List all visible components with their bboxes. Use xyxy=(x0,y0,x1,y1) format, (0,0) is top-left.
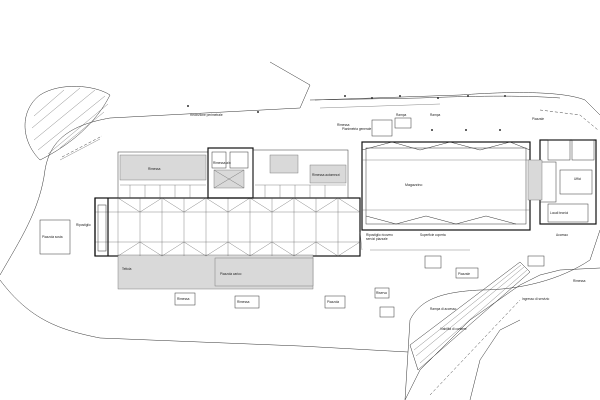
covered-area-label: Rimessa xyxy=(148,167,161,171)
east-boxes: Piazzale Accesso Ingresso di servizio Ri… xyxy=(424,233,586,301)
east-note3-label: Ingresso di servizio xyxy=(522,297,550,301)
warehouse-sub: Ripostiglio ricovero xyxy=(366,233,393,237)
warehouse-sub3: Superficie coperta xyxy=(420,233,446,237)
covered-area-b-label: Tettoia xyxy=(122,267,132,271)
bottom-b-label: Rimessa xyxy=(237,300,250,304)
lower-labels: Rimessa Rimessa Piazzola Riserva Tettoia… xyxy=(122,267,395,318)
warehouse-sub2: servizi piazzale xyxy=(366,237,388,241)
road-note: Viabilità di cantiere xyxy=(440,327,467,331)
office-a-label: Piazzale xyxy=(532,117,544,121)
annex-boxes: Rimessa Rampa Rampa Piazzale xyxy=(337,113,544,137)
landscaped-area-hatch xyxy=(31,87,109,155)
left-room-label: Piazzola sosta xyxy=(42,235,63,239)
survey-markers xyxy=(187,95,506,131)
warehouse: Magazzino Ripostiglio ricovero servizi p… xyxy=(359,141,531,251)
gray-room-1-label: Rimessa automezzi xyxy=(312,173,340,177)
diagonal-road xyxy=(61,135,103,158)
access-road xyxy=(309,95,561,101)
office-b-label: Uffici xyxy=(574,177,581,181)
east-note2-label: Accesso xyxy=(556,233,568,237)
upper-right-block: Rimessa automezzi xyxy=(252,149,349,199)
east-note-label: Piazzale xyxy=(458,272,470,276)
far-right-label: Rimessa xyxy=(573,279,586,283)
box-c-label: Rampa xyxy=(430,113,441,117)
site-boundary xyxy=(0,61,600,400)
office-block: Uffici Locali tecnici xyxy=(527,139,597,225)
office-c-label: Locali tecnici xyxy=(550,211,569,215)
center-top-label: Rimessa a/n xyxy=(213,161,231,165)
bottom-d-label: Riserva xyxy=(376,291,387,295)
left-room xyxy=(39,219,71,255)
landscaped-area-outline xyxy=(24,86,111,161)
access-ramp: Rampa di accesso Viabilità di cantiere xyxy=(404,261,600,400)
box-b-label: Rampa xyxy=(396,113,407,117)
central-core: Rimessa a/n xyxy=(207,147,254,199)
ramp-note: Rampa di accesso xyxy=(430,307,456,311)
bottom-a-label: Rimessa xyxy=(177,297,190,301)
perimeter-fence xyxy=(539,109,599,131)
left-rooms-label: Ripostiglio xyxy=(76,223,91,227)
gray-room-2-label: Piazzola carico xyxy=(220,272,242,276)
box-a-label: Rimessa xyxy=(337,123,350,127)
buildings-note: Planimetria generale xyxy=(342,127,371,131)
main-building: Ripostiglio xyxy=(76,197,361,290)
bottom-c-label: Piazzola xyxy=(327,300,339,304)
fence-note: Recinzione perimetrale xyxy=(190,113,223,117)
warehouse-title: Magazzino xyxy=(405,183,422,187)
upper-left-block: Rimessa xyxy=(117,151,209,199)
